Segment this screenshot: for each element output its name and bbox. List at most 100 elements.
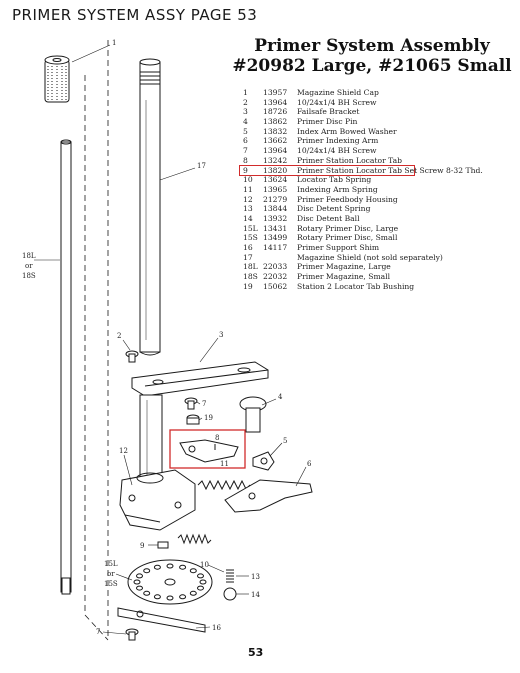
primer-disc-hole bbox=[143, 568, 151, 574]
primer-disc-hole bbox=[166, 563, 174, 569]
part-description: Magazine Shield (not sold separately) bbox=[297, 252, 443, 262]
assembly-axis-lines bbox=[84, 40, 109, 641]
part-number: 15S bbox=[243, 233, 258, 243]
callout-18s: 18S bbox=[22, 272, 36, 280]
page-number: 53 bbox=[248, 646, 264, 659]
primer-disc-hole bbox=[143, 590, 151, 596]
primer-disc-hole bbox=[153, 564, 161, 570]
magazine-shield bbox=[139, 58, 161, 356]
part-number: 18S bbox=[243, 272, 258, 282]
part-number: 3 bbox=[243, 107, 248, 117]
callout-14: 14 bbox=[251, 591, 260, 599]
catalog-number: 15062 bbox=[263, 281, 288, 291]
primer-disc-pin bbox=[239, 396, 267, 433]
callout-19: 19 bbox=[204, 414, 213, 422]
primer-disc-hole bbox=[166, 595, 174, 601]
primer-indexing-arm bbox=[224, 479, 313, 513]
callout-9: 9 bbox=[140, 542, 144, 550]
part-number: 19 bbox=[243, 281, 253, 291]
part-number: 4 bbox=[243, 117, 248, 127]
primer-disc-hole bbox=[179, 594, 187, 600]
callout-10: 10 bbox=[200, 561, 209, 569]
primer-station-locator-tab bbox=[179, 439, 239, 463]
catalog-number: 22033 bbox=[263, 262, 288, 272]
primer-disc-hole bbox=[136, 573, 143, 579]
parts-list-row: 5 13832 Index Arm Bowed Washer bbox=[243, 127, 483, 137]
callout-15-or: or bbox=[107, 570, 115, 578]
catalog-number: 14117 bbox=[263, 243, 288, 252]
callout-16: 16 bbox=[212, 624, 221, 632]
part-number: 15L bbox=[243, 223, 258, 233]
catalog-number: 13844 bbox=[263, 204, 288, 214]
failsafe-bracket bbox=[131, 361, 269, 397]
catalog-number: 18726 bbox=[263, 107, 288, 117]
part-number: 1 bbox=[243, 88, 248, 97]
page-header: PRIMER SYSTEM ASSY PAGE 53 bbox=[12, 6, 258, 24]
assembly-title: Primer System Assembly bbox=[254, 36, 490, 56]
part-number: 9 bbox=[243, 165, 248, 175]
indexing-arm-spring bbox=[197, 479, 251, 491]
part-number: 13 bbox=[243, 204, 253, 214]
parts-list-row: 4 13862 Primer Disc Pin bbox=[243, 117, 483, 127]
primer-feedbody-housing bbox=[119, 469, 196, 531]
part-description: Primer Station Locator Tab bbox=[297, 155, 402, 165]
primer-disc-hole bbox=[179, 564, 187, 570]
parts-list-row: 3 18726 Failsafe Bracket bbox=[243, 107, 483, 117]
bh-screw-2 bbox=[125, 350, 139, 363]
callout-leaders bbox=[34, 44, 307, 635]
part-description: Primer Station Locator Tab Set Screw 8-3… bbox=[297, 165, 483, 175]
part-number: 18L bbox=[243, 262, 258, 272]
callout-15l: 15L bbox=[104, 560, 118, 568]
primer-disc-hole bbox=[197, 573, 204, 579]
bowed-washer bbox=[252, 451, 275, 471]
primer-disc-hole bbox=[189, 568, 197, 574]
primer-magazine bbox=[60, 139, 72, 595]
part-description: Failsafe Bracket bbox=[297, 107, 360, 117]
catalog-number: 22032 bbox=[263, 272, 288, 282]
locator-tab-set-screw bbox=[157, 541, 169, 549]
callout-6: 6 bbox=[307, 460, 312, 468]
disc-detent-spring bbox=[226, 569, 234, 583]
callout-13: 13 bbox=[251, 573, 260, 581]
magazine-shield-cap bbox=[44, 55, 70, 103]
catalog-number: 13964 bbox=[263, 146, 288, 156]
part-description: Primer Magazine, Small bbox=[297, 272, 391, 282]
primer-disc-hole bbox=[153, 594, 161, 600]
catalog-number: 21279 bbox=[263, 194, 288, 204]
part-number: 5 bbox=[243, 126, 248, 136]
part-description: Primer Disc Pin bbox=[297, 117, 358, 127]
locator-tab-spring bbox=[177, 533, 212, 545]
catalog-number: 13862 bbox=[263, 117, 288, 127]
part-8-highlight bbox=[239, 165, 415, 176]
part-number: 14 bbox=[243, 213, 253, 223]
part-description: Station 2 Locator Tab Bushing bbox=[297, 281, 415, 291]
part-description: Index Arm Bowed Washer bbox=[297, 126, 397, 136]
primer-disc-hole bbox=[197, 585, 204, 591]
callout-17: 17 bbox=[197, 162, 206, 170]
rotary-primer-disc bbox=[127, 559, 213, 605]
part-description: Magazine Shield Cap bbox=[297, 88, 379, 97]
callout-5: 5 bbox=[283, 437, 287, 445]
catalog-number: 13242 bbox=[263, 155, 288, 165]
part-description: Indexing Arm Spring bbox=[297, 184, 378, 194]
bh-screw-7-lower bbox=[125, 628, 139, 641]
callout-2: 2 bbox=[117, 332, 121, 340]
part-description: Primer Indexing Arm bbox=[297, 136, 379, 146]
callout-12: 12 bbox=[119, 447, 128, 455]
part-description: Primer Magazine, Large bbox=[297, 262, 391, 272]
catalog-number: 13499 bbox=[263, 233, 288, 243]
bh-screw-7-upper bbox=[184, 397, 198, 410]
part-number: 10 bbox=[243, 175, 253, 185]
primer-disc-hole bbox=[189, 590, 197, 596]
primer-support-shim bbox=[117, 607, 206, 633]
catalog-number: 13832 bbox=[263, 126, 288, 136]
